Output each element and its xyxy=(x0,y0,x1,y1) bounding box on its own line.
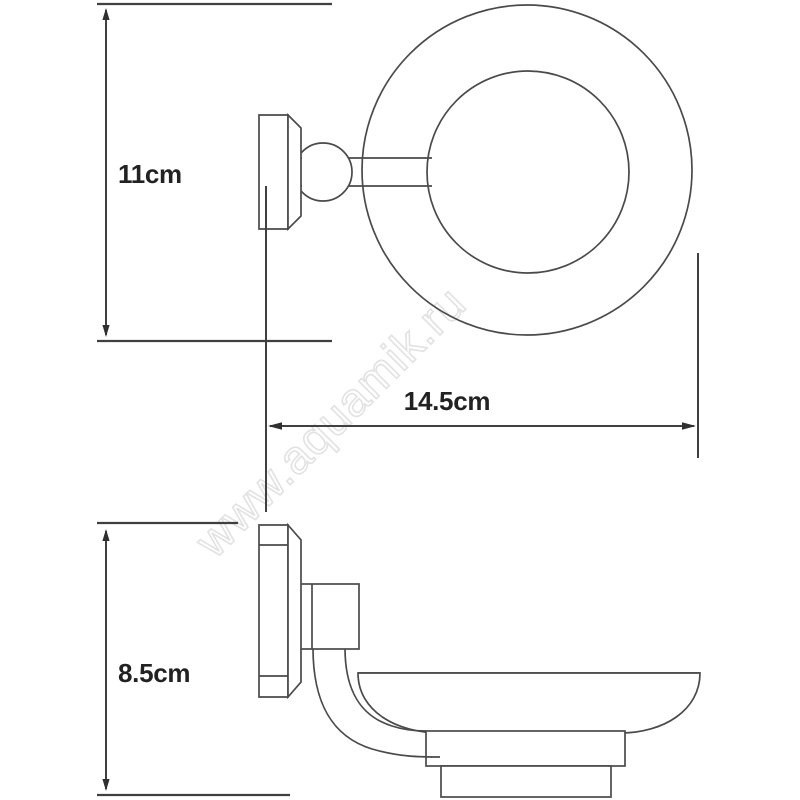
curved-arm-inner-line xyxy=(312,647,441,758)
dim-14-5cm-arrow-left xyxy=(268,422,282,430)
dim-11cm-label: 11cm xyxy=(118,159,182,189)
soap-dish-bowl xyxy=(357,672,701,734)
ring-inner-circle xyxy=(426,70,630,274)
dim-11cm-arrow-bottom xyxy=(102,325,110,337)
dimension-11cm: 11cm xyxy=(97,2,332,343)
dimension-14-5cm: 14.5cm xyxy=(268,386,696,430)
dim-14-5cm-label: 14.5cm xyxy=(404,386,490,416)
dish-collar-block xyxy=(425,730,626,767)
bracket-block xyxy=(298,583,360,650)
dim-8-5cm-arrow-bottom xyxy=(102,779,110,791)
dim-11cm-arrow-top xyxy=(102,8,110,20)
wall-plate-body-side xyxy=(258,524,289,698)
dish-base-block xyxy=(440,765,612,798)
top-view-group xyxy=(258,4,693,336)
ring-outer-circle xyxy=(361,4,693,336)
side-view-group xyxy=(258,522,701,798)
dim-14-5cm-arrow-right xyxy=(682,422,696,430)
dim-8-5cm-label: 8.5cm xyxy=(118,658,190,688)
wall-plate-chamfer-side xyxy=(287,522,302,700)
wall-plate-chamfer-top xyxy=(287,112,302,232)
dim-8-5cm-arrow-top xyxy=(102,529,110,541)
wall-plate-body-top xyxy=(258,114,289,230)
dimension-8-5cm: 8.5cm xyxy=(97,521,290,797)
curved-arm-outer-line xyxy=(344,647,427,732)
ball-joint-circle xyxy=(293,142,353,202)
